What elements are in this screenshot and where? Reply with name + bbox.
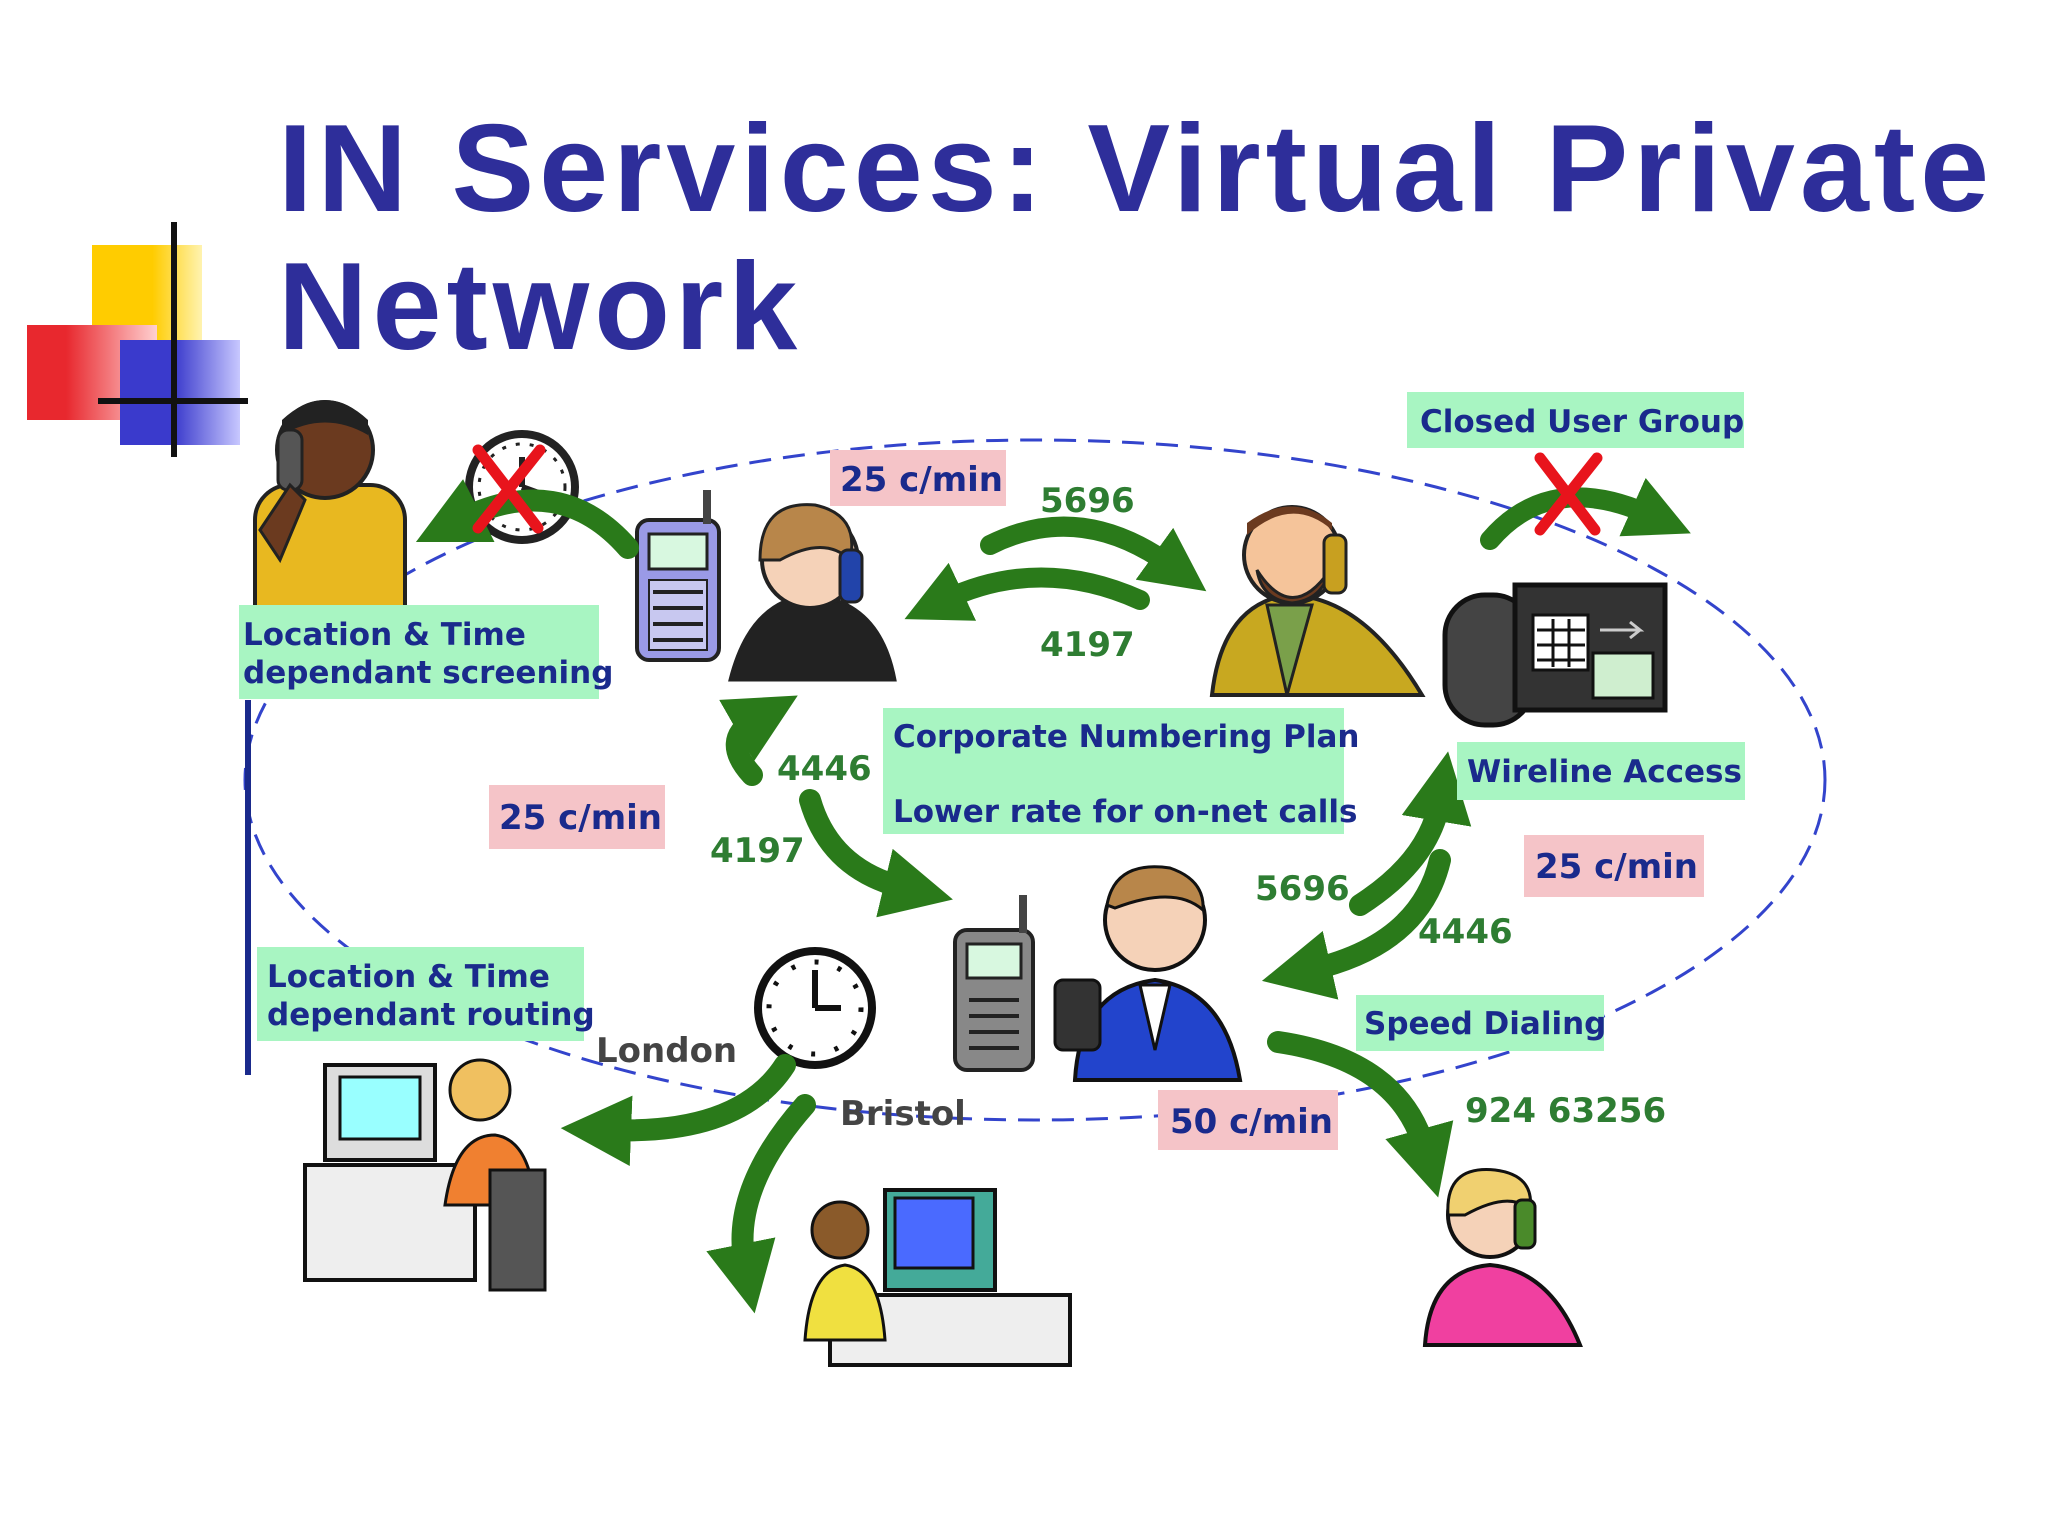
number-label: 5696 [1040,481,1135,521]
svg-text:25 c/min: 25 c/min [1535,847,1698,887]
slide-title: IN Services: Virtual Private Network [278,100,1995,376]
woman-with-headset-icon [1422,1168,1583,1347]
rate-box-top: 25 c/min [830,450,1006,506]
deco-horizontal-line [98,398,248,404]
svg-text:Closed User Group: Closed User Group [1420,404,1744,440]
rate-box-left: 25 c/min [489,785,665,849]
svg-text:50 c/min: 50 c/min [1170,1102,1333,1142]
mobile-phone-icon [635,490,721,662]
deco-blue-square [120,340,240,445]
city-label-london: London [596,1031,737,1071]
svg-text:Location & Time: Location & Time [243,617,526,653]
woman-on-phone-icon [728,503,897,682]
curved-arrow-icon [904,562,1150,621]
speed-dialing-box: Speed Dialing [1356,995,1606,1051]
rate-box-right: 25 c/min [1524,835,1704,897]
speed-number-label: 924 63256 [1465,1091,1666,1131]
curved-arrow-icon [560,1054,796,1166]
svg-text:25 c/min: 25 c/min [840,460,1003,500]
bearded-man-on-phone-icon [1209,505,1426,697]
number-label: 5696 [1255,869,1350,909]
number-label: 4197 [1040,625,1135,665]
curved-arrow-icon [719,695,798,786]
curved-arrow-icon [415,479,639,559]
curved-arrow-icon [1267,1031,1454,1198]
corporate-numbering-box: Corporate Numbering Plan Lower rate for … [883,708,1360,834]
svg-text:dependant routing: dependant routing [267,997,595,1033]
svg-text:Lower rate for on-net calls: Lower rate for on-net calls [893,794,1357,830]
svg-text:Location & Time: Location & Time [267,959,550,995]
svg-text:dependant screening: dependant screening [243,655,613,691]
office-worker-at-computer-icon [803,1188,1072,1367]
number-label: 4446 [1418,912,1513,952]
businessman-with-mobile-icon [1053,865,1243,1082]
man-on-phone-icon [253,400,407,642]
deco-vertical-line [171,222,177,457]
svg-text:Corporate Numbering Plan: Corporate Numbering Plan [893,719,1360,755]
svg-text:Speed Dialing: Speed Dialing [1364,1006,1606,1042]
mobile-phone-icon [953,895,1035,1072]
office-worker-at-computer-icon [303,1058,547,1292]
wireline-access-box: Wireline Access [1457,742,1745,800]
curved-arrow-icon [1261,849,1451,1000]
cross-icon [1534,452,1603,536]
desk-phone-icon [1442,582,1668,728]
curved-arrow-icon [980,516,1207,592]
location-time-routing-box: Location & Time dependant routing [257,947,595,1041]
rate-box-bottom: 50 c/min [1158,1090,1338,1150]
closed-user-group-box: Closed User Group [1407,392,1744,448]
location-time-screening-box: Location & Time dependant screening [239,605,613,699]
city-label-bristol: Bristol [840,1094,966,1134]
clock-icon [754,947,876,1069]
curved-arrow-icon [706,1094,816,1314]
slide-decoration [0,0,300,470]
svg-text:25 c/min: 25 c/min [499,798,662,838]
number-label: 4446 [777,749,872,789]
arrows [415,477,1691,1314]
svg-text:Wireline Access: Wireline Access [1467,754,1742,790]
curved-arrow-icon [799,789,953,918]
number-label: 4197 [710,831,805,871]
cross-icon [472,444,546,534]
curved-arrow-icon [1349,751,1472,916]
